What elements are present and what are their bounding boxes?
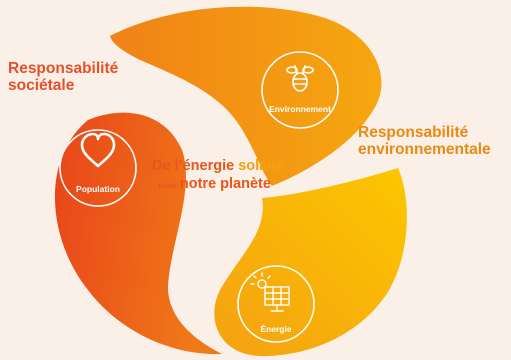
node-label-energie: Énergie <box>260 324 292 334</box>
label-responsabilite-environnementale: Responsabilité environnementale <box>358 124 491 158</box>
center-title-part2: notre planète <box>179 176 271 192</box>
label-societale-line1: Responsabilité <box>8 60 119 77</box>
node-label-environnement: Environnement <box>269 104 331 114</box>
environnement-circle <box>261 51 339 129</box>
center-title-highlight: solaire <box>238 158 285 174</box>
label-environnementale-line2: environnementale <box>358 141 491 158</box>
bee-icon <box>286 65 314 92</box>
energie-circle <box>237 265 315 343</box>
solar-panel-icon <box>250 272 290 312</box>
lobe-environnement <box>110 6 382 186</box>
label-responsabilite-societale: Responsabilité sociétale <box>8 60 118 94</box>
label-societale-line2: sociétale <box>8 77 75 94</box>
node-label-population: Population <box>76 184 120 194</box>
population-circle <box>59 129 137 207</box>
center-title-pour: pour <box>158 180 177 190</box>
heart-icon <box>80 132 116 168</box>
lobe-population <box>54 112 222 355</box>
label-environnementale-line1: Responsabilité <box>358 124 469 141</box>
center-title-part1: De l’énergie <box>152 158 235 174</box>
lobe-energie <box>214 168 407 356</box>
